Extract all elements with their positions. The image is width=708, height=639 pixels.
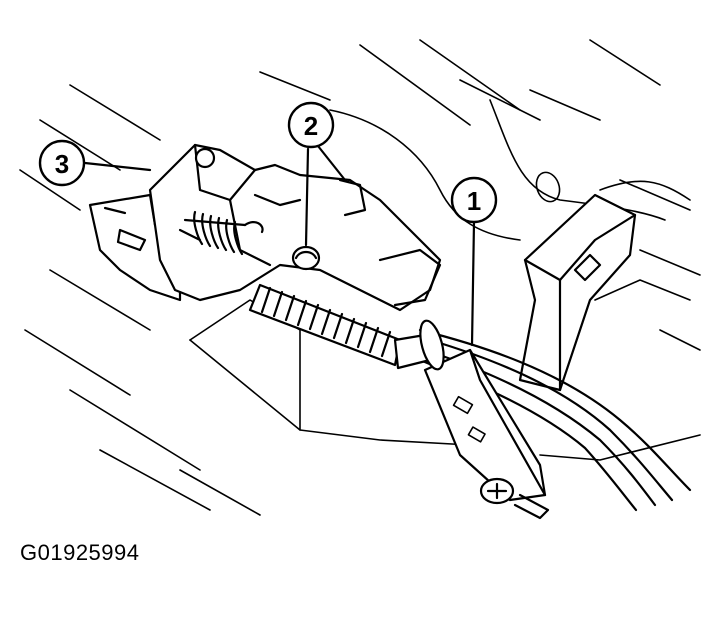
svg-text:2: 2 — [304, 111, 318, 141]
lever-assembly — [88, 143, 442, 312]
cable-sleeve — [248, 283, 445, 371]
console-bracket — [518, 193, 691, 392]
callout-3: 3 — [38, 139, 152, 187]
figure-id: G01925994 — [20, 540, 140, 565]
callout-2: 2 — [287, 101, 347, 247]
svg-text:3: 3 — [55, 149, 69, 179]
cable-mount-plate — [423, 348, 550, 520]
callout-1: 1 — [450, 176, 498, 347]
floor-lines — [19, 84, 701, 516]
return-spring — [183, 210, 264, 256]
background-hatching — [259, 39, 701, 351]
svg-text:1: 1 — [467, 186, 481, 216]
